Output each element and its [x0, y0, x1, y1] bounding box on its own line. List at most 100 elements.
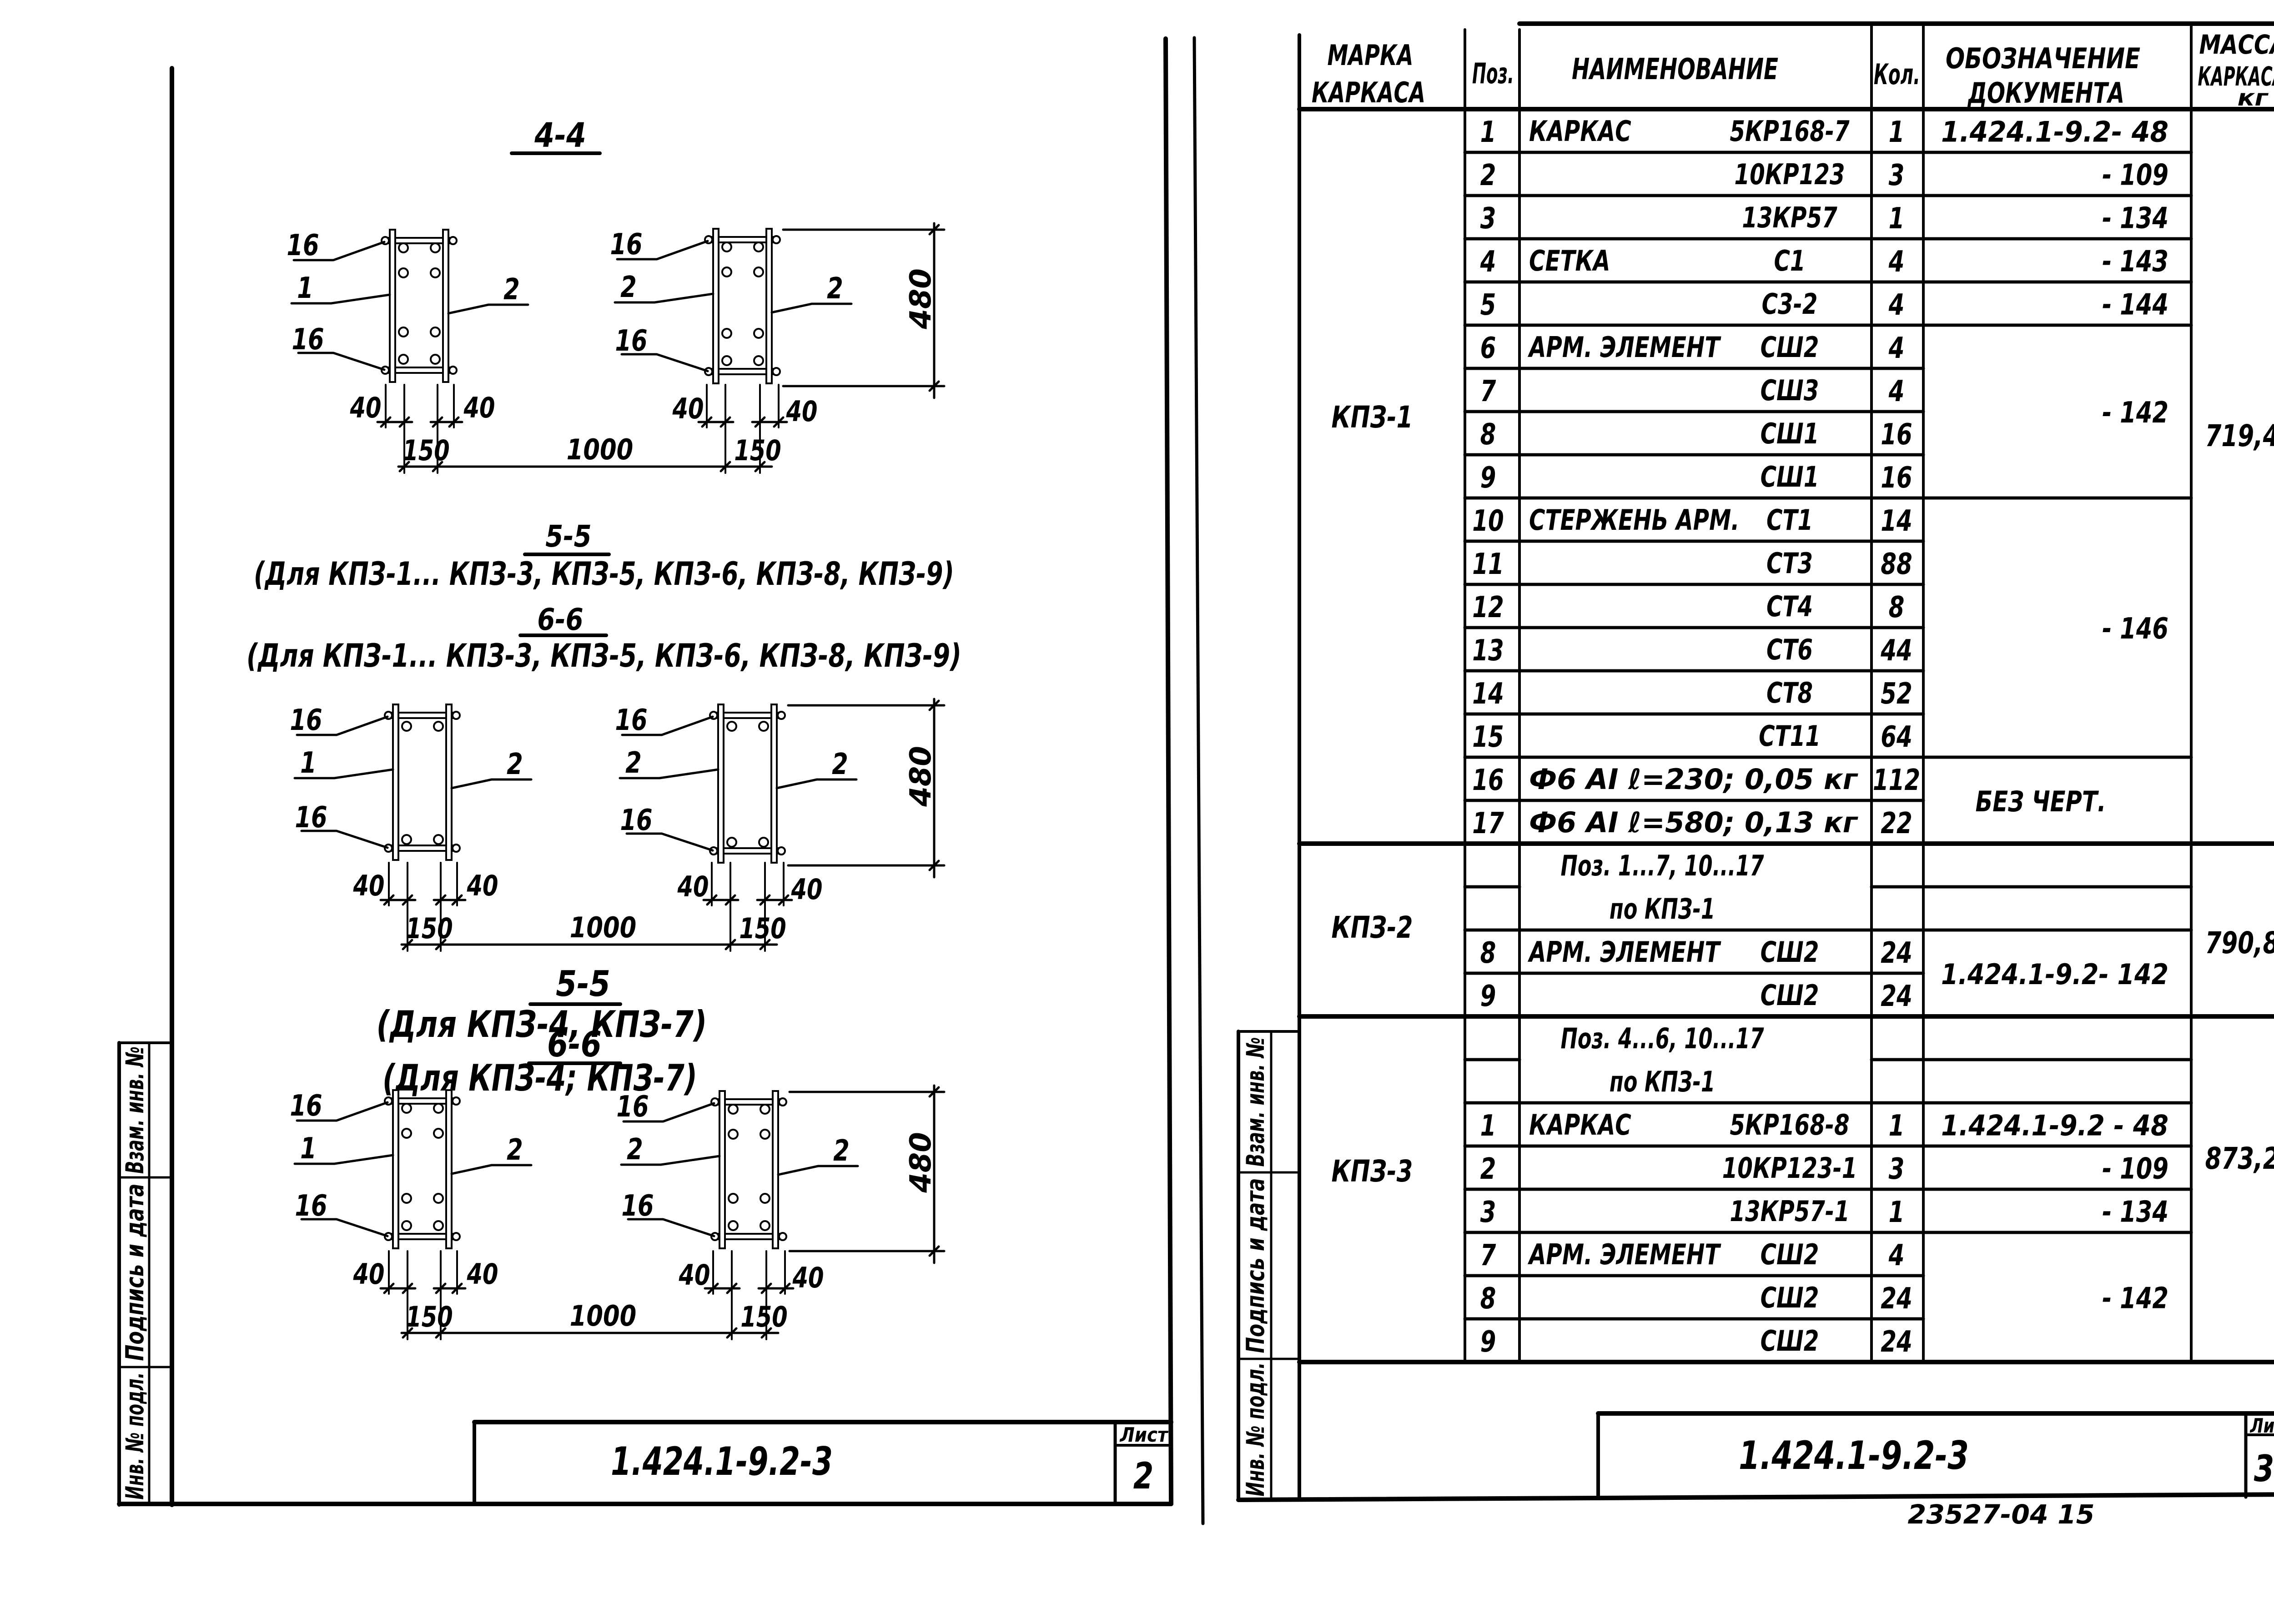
cell-code: СТ4	[1766, 590, 1813, 623]
dimension-tick	[402, 1327, 413, 1339]
cell-pos: 3	[1480, 1195, 1496, 1229]
bar-section	[760, 1193, 770, 1204]
cell-document: 1.424.1-9.2- 48	[1941, 116, 2168, 149]
frame-bottom-border	[1236, 1492, 2274, 1502]
bar-section	[728, 1104, 739, 1115]
callout-label-top: 16	[290, 1088, 322, 1122]
cell-document: - 134	[2102, 201, 2168, 235]
cell-code: СШ2	[1761, 1325, 1819, 1358]
cell-qty: 8	[1889, 590, 1905, 624]
dimension-tick	[402, 939, 413, 950]
leader-line	[296, 715, 389, 736]
sheet-number: 2	[1133, 1455, 1154, 1498]
cell-qty: 22	[1881, 806, 1912, 840]
cell-name: АРМ. ЭЛЕМЕНТ	[1528, 331, 1721, 364]
dimension-label-spacing: 1000	[570, 1300, 637, 1332]
stamp-label-replaced-inv-no: Взам. инв. №	[121, 1046, 149, 1174]
rod-right	[442, 229, 449, 383]
dimension-tick	[759, 939, 771, 950]
row-note: по КПЗ-1	[1610, 893, 1715, 925]
dimension-tick	[435, 1327, 447, 1339]
dimension-label-cage-width: 150	[739, 913, 786, 945]
leader-line	[622, 1102, 715, 1123]
rod-left	[392, 704, 399, 861]
cell-name: СЕТКА	[1529, 245, 1610, 277]
cell-document: - 143	[2102, 244, 2168, 278]
tie-bar-end	[772, 367, 781, 376]
bar-section	[721, 266, 732, 277]
section-title: 6-6	[537, 603, 583, 638]
cell-pos: 9	[1480, 1325, 1496, 1359]
dimension-label-cage-width: 150	[734, 435, 781, 468]
cell-qty: 14	[1881, 504, 1912, 538]
cell-code: СШ2	[1761, 979, 1819, 1012]
bar-section	[760, 1129, 770, 1140]
archive-number: 23527-04 15	[1908, 1499, 2095, 1530]
bar-section	[721, 328, 732, 339]
cell-code: СШ1	[1761, 461, 1819, 493]
cell-qty: 1	[1889, 201, 1905, 236]
leader-line	[450, 1164, 533, 1175]
cell-qty: 1	[1889, 115, 1905, 149]
tie-bar-end	[777, 711, 786, 720]
callout-label-bottom: 16	[295, 1188, 327, 1222]
rod-left	[389, 229, 396, 383]
cell-qty: 24	[1881, 1282, 1912, 1316]
section-view: 5-5(Для КПЗ-4, КПЗ-7)6-6(Для КПЗ-4; КПЗ-…	[290, 964, 946, 1340]
bar-section	[401, 834, 412, 845]
dimension-tick	[383, 894, 395, 906]
callout-label-bottom: 16	[295, 800, 327, 834]
dimension-label-cage-width: 150	[406, 913, 453, 945]
callout-label-top: 16	[610, 227, 642, 261]
cell-qty: 1	[1889, 1195, 1905, 1229]
leader-line	[300, 830, 389, 849]
section-title: 5-5	[545, 519, 591, 554]
bar-section	[430, 327, 441, 337]
dimension-label-height: 480	[904, 746, 938, 807]
dimension-tick	[760, 1327, 772, 1339]
dimension-label-spacing: 1000	[567, 433, 634, 466]
bar-section	[401, 1193, 412, 1204]
cell-qty: 16	[1881, 417, 1912, 452]
leader-line	[292, 241, 386, 261]
bar-section	[401, 1128, 412, 1139]
dimension-tick	[383, 1282, 395, 1294]
dimension-tick	[719, 416, 731, 428]
rod-right	[445, 704, 453, 861]
cell-pos: 13	[1472, 634, 1504, 668]
cell-name: АРМ. ЭЛЕМЕНТ	[1528, 936, 1721, 969]
cage-mark: КПЗ-1	[1332, 400, 1413, 435]
cell-qty: 44	[1880, 634, 1912, 668]
dimension-label-edge: 40	[786, 396, 818, 428]
dimension-tick	[928, 860, 940, 871]
sheet-label: Лист	[2249, 1414, 2274, 1438]
dimension-tick	[928, 224, 940, 236]
dimension-label-edge: 40	[792, 1262, 824, 1295]
section-view: 5-5(Для КПЗ-1... КПЗ-3, КПЗ-5, КПЗ-6, КП…	[247, 519, 961, 952]
dimension-tick	[759, 894, 771, 906]
callout-label-top: 16	[290, 703, 322, 737]
rod-right	[765, 228, 773, 384]
cell-pos: 9	[1480, 979, 1496, 1013]
tie-bar-end	[448, 236, 458, 245]
callout-label-bottom: 16	[621, 1188, 654, 1222]
cell-pos: 1	[1480, 1109, 1496, 1143]
dimension-label-cage-width: 150	[740, 1301, 788, 1334]
